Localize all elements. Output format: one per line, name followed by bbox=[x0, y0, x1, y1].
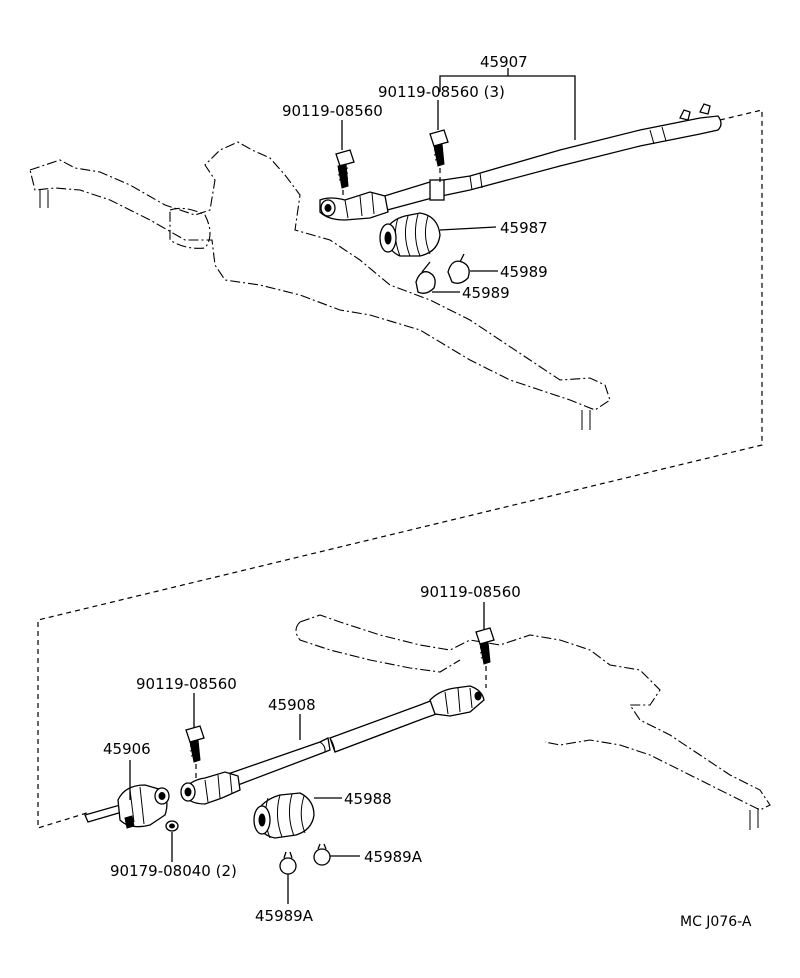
upper-intermediate-shaft bbox=[377, 103, 722, 213]
upper-universal-joint bbox=[319, 191, 389, 221]
lower-clamp-right-label: 45989A bbox=[364, 848, 423, 866]
lower-bolt-top-label: 90119-08560 bbox=[420, 583, 521, 601]
lower-clamp-right bbox=[313, 843, 331, 866]
upper-assembly: 45907 90119-08560 (3) 90119-08560 45987 … bbox=[29, 53, 722, 430]
lower-assembly: 90119-08560 90119-08560 45908 45906 4598… bbox=[84, 583, 771, 925]
lower-intermediate-shaft bbox=[224, 697, 443, 789]
lower-clamp-bottom-label: 45989A bbox=[255, 907, 314, 925]
lower-clamp-bottom bbox=[279, 851, 297, 875]
lower-bolt-top bbox=[475, 627, 495, 665]
upper-steering-rack-outline bbox=[29, 141, 611, 430]
lower-steering-rack-outline bbox=[295, 614, 771, 830]
lower-dust-boot bbox=[253, 792, 315, 839]
upper-bolt-left bbox=[335, 149, 355, 189]
lower-joint-label: 45906 bbox=[103, 740, 151, 758]
upper-clamp-a-label: 45989 bbox=[500, 263, 548, 281]
lower-bolt-mid-label: 90119-08560 bbox=[136, 675, 237, 693]
lower-screw-label: 90179-08040 (2) bbox=[110, 862, 237, 880]
lower-screw bbox=[165, 820, 179, 832]
upper-dust-boot bbox=[379, 212, 441, 257]
lower-boot-label: 45988 bbox=[344, 790, 392, 808]
lower-steering-joint bbox=[84, 784, 170, 829]
upper-bolt-left-label: 90119-08560 bbox=[282, 102, 383, 120]
diagram-reference-code: MC J076-A bbox=[680, 914, 752, 930]
lower-lower-universal-joint bbox=[180, 771, 241, 805]
lower-upper-universal-joint bbox=[429, 685, 485, 717]
upper-boot-label: 45987 bbox=[500, 219, 548, 237]
lower-bolt-mid bbox=[185, 725, 205, 763]
connection-frame bbox=[37, 109, 763, 829]
upper-clamp-b bbox=[415, 261, 436, 294]
lower-shaft-label: 45908 bbox=[268, 696, 316, 714]
upper-bolt-right-label: 90119-08560 (3) bbox=[378, 83, 505, 101]
upper-bolt-right bbox=[429, 129, 449, 167]
upper-shaft-label: 45907 bbox=[480, 53, 528, 71]
upper-clamp-b-label: 45989 bbox=[462, 284, 510, 302]
upper-clamp-a bbox=[447, 253, 470, 284]
